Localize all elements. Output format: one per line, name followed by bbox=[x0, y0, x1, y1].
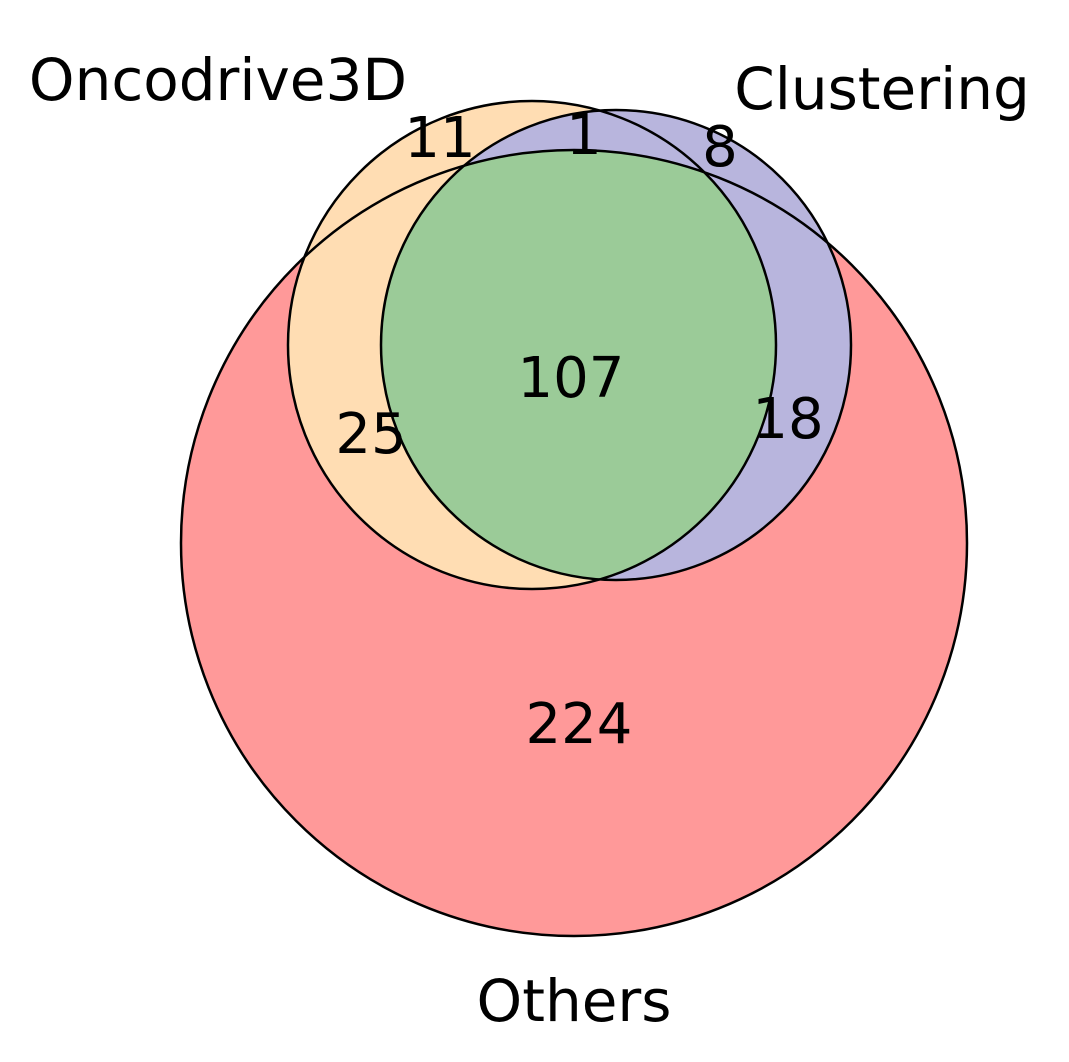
set-label-clustering: Clustering bbox=[734, 55, 1030, 123]
clustering-circle-outline bbox=[379, 108, 853, 582]
count-oncodrive3d-only: 11 bbox=[404, 106, 475, 171]
count-all-three: 107 bbox=[518, 346, 625, 411]
all-three-overlap-region bbox=[381, 150, 776, 580]
count-others-only: 224 bbox=[526, 692, 633, 757]
set-label-oncodrive3d: Oncodrive3D bbox=[29, 46, 407, 114]
oncodrive3d-circle-outline bbox=[286, 99, 778, 591]
count-oncodrive3d-clustering-only: 1 bbox=[566, 103, 602, 168]
count-clustering-only: 8 bbox=[702, 115, 738, 180]
others-circle-outline bbox=[179, 148, 969, 938]
set-label-others: Others bbox=[477, 967, 672, 1035]
count-oncodrive3d-others-only: 25 bbox=[335, 402, 406, 467]
count-clustering-others-only: 18 bbox=[752, 387, 823, 452]
